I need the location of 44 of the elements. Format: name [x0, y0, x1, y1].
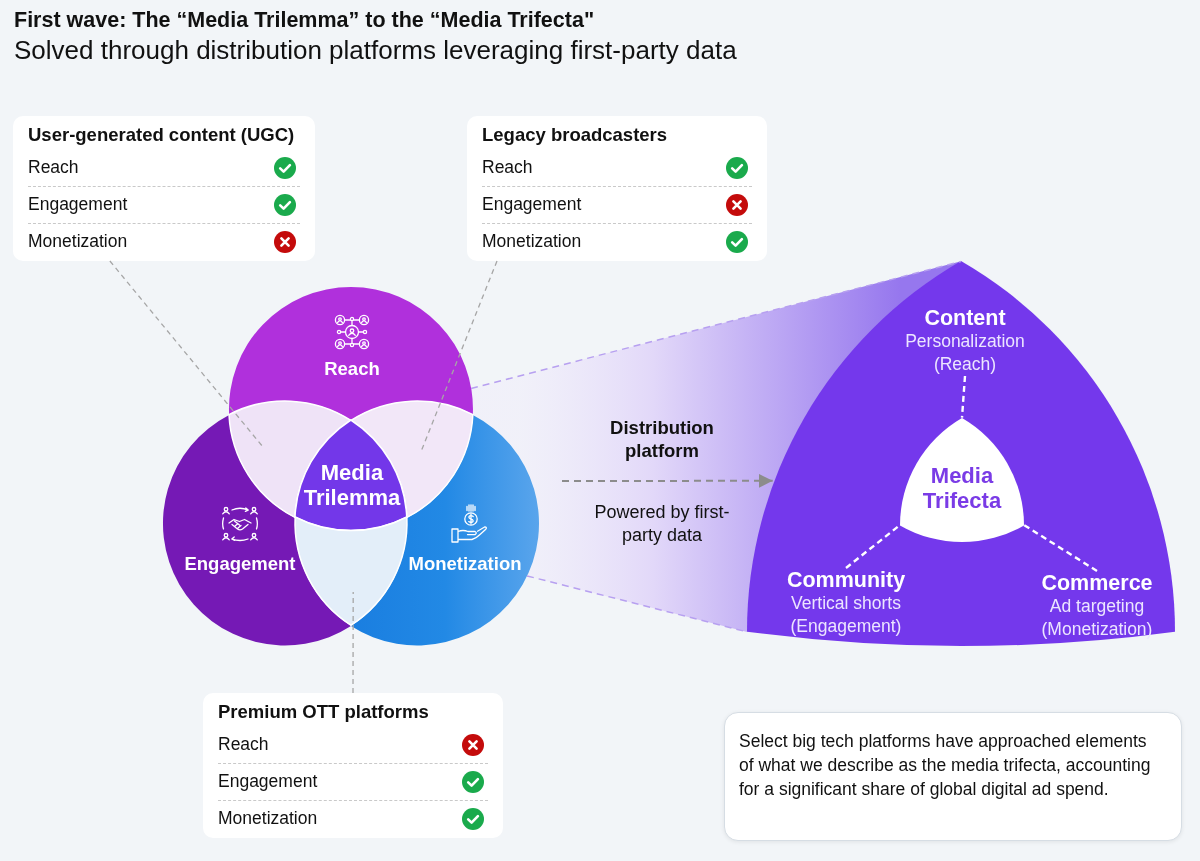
segment-title: Content: [923, 306, 1007, 330]
connector-line: [960, 375, 967, 418]
overlap-region: [295, 517, 407, 626]
subtitle: Solved through distribution platforms leveraging first-party data: [14, 35, 737, 65]
connector-line: [845, 524, 901, 569]
leader-line: [352, 591, 354, 694]
info-card: [203, 693, 503, 838]
criterion-label: Engagement: [482, 194, 582, 215]
leader-line: [109, 260, 263, 447]
criterion-label: Reach: [28, 157, 79, 178]
circle-label: Monetization: [407, 553, 523, 575]
region-label: Media Trifecta: [922, 463, 1002, 513]
region-label: Media Trilemma: [303, 460, 401, 510]
card-heading: Premium OTT platforms: [218, 701, 429, 723]
info-card: [13, 116, 315, 261]
arrow: [561, 473, 774, 488]
center-region: [295, 420, 407, 531]
arrow-caption: Powered by first-party data: [593, 501, 731, 547]
circle-label: Engagement: [183, 553, 297, 575]
criterion-label: Engagement: [218, 771, 318, 792]
card-heading: Legacy broadcasters: [482, 124, 668, 146]
projection-line: [470, 260, 962, 390]
center-region: [900, 417, 1024, 542]
note-text: Select big tech platforms have approached elements of what we describe as the media trifecta, accounting for a significant share of global digital ad spend.: [739, 730, 1152, 801]
criterion-label: Monetization: [28, 231, 128, 252]
criterion-label: Monetization: [482, 231, 582, 252]
criterion-label: Reach: [218, 734, 269, 755]
segment-description: Personalization (Reach): [904, 330, 1026, 376]
info-card: [467, 116, 767, 261]
segment-title: Community: [786, 568, 906, 592]
segment-description: Ad targeting (Monetization): [1041, 595, 1153, 641]
segment-title: Commerce: [1040, 571, 1154, 595]
card-heading: User-generated content (UGC): [28, 124, 295, 146]
title: First wave: The “Media Trilemma” to the “Media Trifecta": [14, 7, 595, 33]
segment-description: Vertical shorts (Engagement): [790, 592, 902, 638]
edge-label: Distribution platform: [609, 416, 715, 462]
note-box: [724, 712, 1182, 841]
criterion-label: Reach: [482, 157, 533, 178]
leader-line: [421, 260, 498, 451]
criterion-label: Engagement: [28, 194, 128, 215]
circle-label: Reach: [323, 358, 381, 380]
trifecta-shape: [747, 261, 1175, 647]
connector-line: [1023, 524, 1098, 572]
criterion-label: Monetization: [218, 808, 318, 829]
